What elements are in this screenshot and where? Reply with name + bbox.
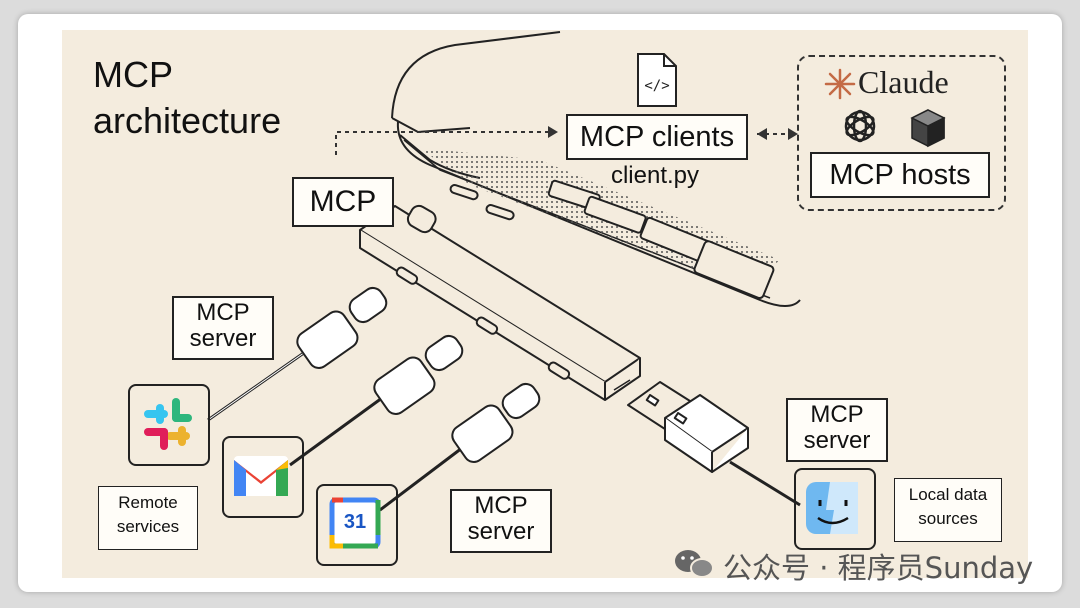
connection-arrows xyxy=(335,131,788,155)
laptop-illustration xyxy=(391,31,801,307)
slack-icon xyxy=(144,398,192,450)
mcp-server-top-line1: MCP xyxy=(196,299,250,326)
watermark-text: 公众号 · 程序员Sunday xyxy=(723,551,1034,585)
mcp-hosts-box: MCP hosts xyxy=(810,152,990,198)
gmail-tile xyxy=(222,436,304,518)
code-file-icon: </> xyxy=(637,53,677,107)
claude-wordmark: Claude xyxy=(858,64,949,100)
arrow-head-hosts xyxy=(788,128,798,140)
finder-tile xyxy=(794,468,876,550)
arrow-head-clients xyxy=(548,126,558,138)
svg-text:</>: </> xyxy=(644,78,669,94)
remote-line1: Remote xyxy=(118,493,178,512)
local-line2: sources xyxy=(918,509,978,528)
client-file-label: client.py xyxy=(610,162,700,189)
title-line-2: architecture xyxy=(93,100,282,141)
openai-icon xyxy=(844,109,876,143)
wechat-icon xyxy=(675,550,714,578)
mcp-server-right-box: MCP server xyxy=(786,398,888,462)
calendar-tile xyxy=(316,484,398,566)
title-line-1: MCP xyxy=(93,54,173,95)
mcp-label: MCP xyxy=(309,185,377,218)
local-line1: Local data xyxy=(908,485,988,504)
finder-icon xyxy=(806,482,858,534)
mcp-server-bottom-line1: MCP xyxy=(474,492,528,519)
slack-tile xyxy=(128,384,210,466)
mcp-clients-box: MCP clients xyxy=(566,114,748,160)
mcp-server-bottom-box: MCP server xyxy=(450,489,552,553)
mcp-server-right-line1: MCP xyxy=(810,401,864,428)
diagram-title: MCP architecture xyxy=(93,52,281,144)
local-data-box: Local data sources xyxy=(894,478,1002,542)
claude-star-icon xyxy=(824,68,856,100)
mcp-server-top-box: MCP server xyxy=(172,296,274,360)
mcp-server-top-line2: server xyxy=(189,325,257,352)
arrow-head-back xyxy=(757,128,767,140)
mcp-clients-label: MCP clients xyxy=(579,121,735,153)
google-calendar-icon xyxy=(329,497,381,549)
remote-line2: services xyxy=(116,517,180,536)
mcp-hosts-group xyxy=(797,55,1006,211)
cube-icon xyxy=(910,109,946,148)
mcp-server-right-line2: server xyxy=(803,427,871,454)
mcp-server-bottom-line2: server xyxy=(467,518,535,545)
usb-a-plug xyxy=(627,381,801,507)
gmail-icon xyxy=(234,456,288,496)
calendar-day: 31 xyxy=(343,511,367,533)
watermark: 公众号 · 程序员Sunday xyxy=(675,545,1033,587)
mcp-hosts-label: MCP hosts xyxy=(829,159,971,191)
mcp-label-box: MCP xyxy=(292,177,394,227)
remote-services-box: Remote services xyxy=(98,486,198,550)
usb-cables xyxy=(207,286,541,512)
